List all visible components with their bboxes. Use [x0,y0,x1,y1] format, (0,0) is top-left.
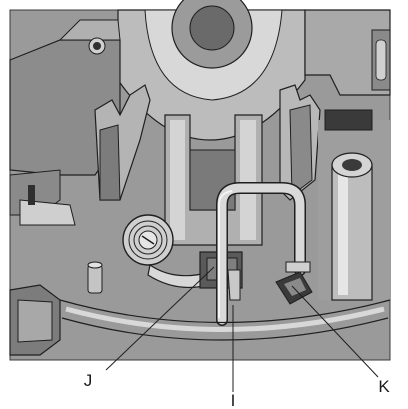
left-clip [9,169,76,226]
lower-left-pad [9,284,61,356]
top-housing [117,0,306,141]
bent-wire [216,182,306,326]
callout-label-j: J [84,371,93,390]
callout-label-k: K [378,377,390,396]
coil-spring [122,214,174,266]
right-upper-block [304,9,391,96]
center-channel [164,114,263,246]
leader-line-k [291,285,379,378]
left-plate [9,19,121,176]
leader-line-j [105,266,215,371]
small-peg [87,261,103,294]
right-post [318,109,390,301]
leader-lines [105,266,379,392]
curved-track [59,299,391,341]
left-bracket [94,84,151,201]
callout-labels: J I K [84,371,391,409]
callout-label-i: I [231,391,236,409]
